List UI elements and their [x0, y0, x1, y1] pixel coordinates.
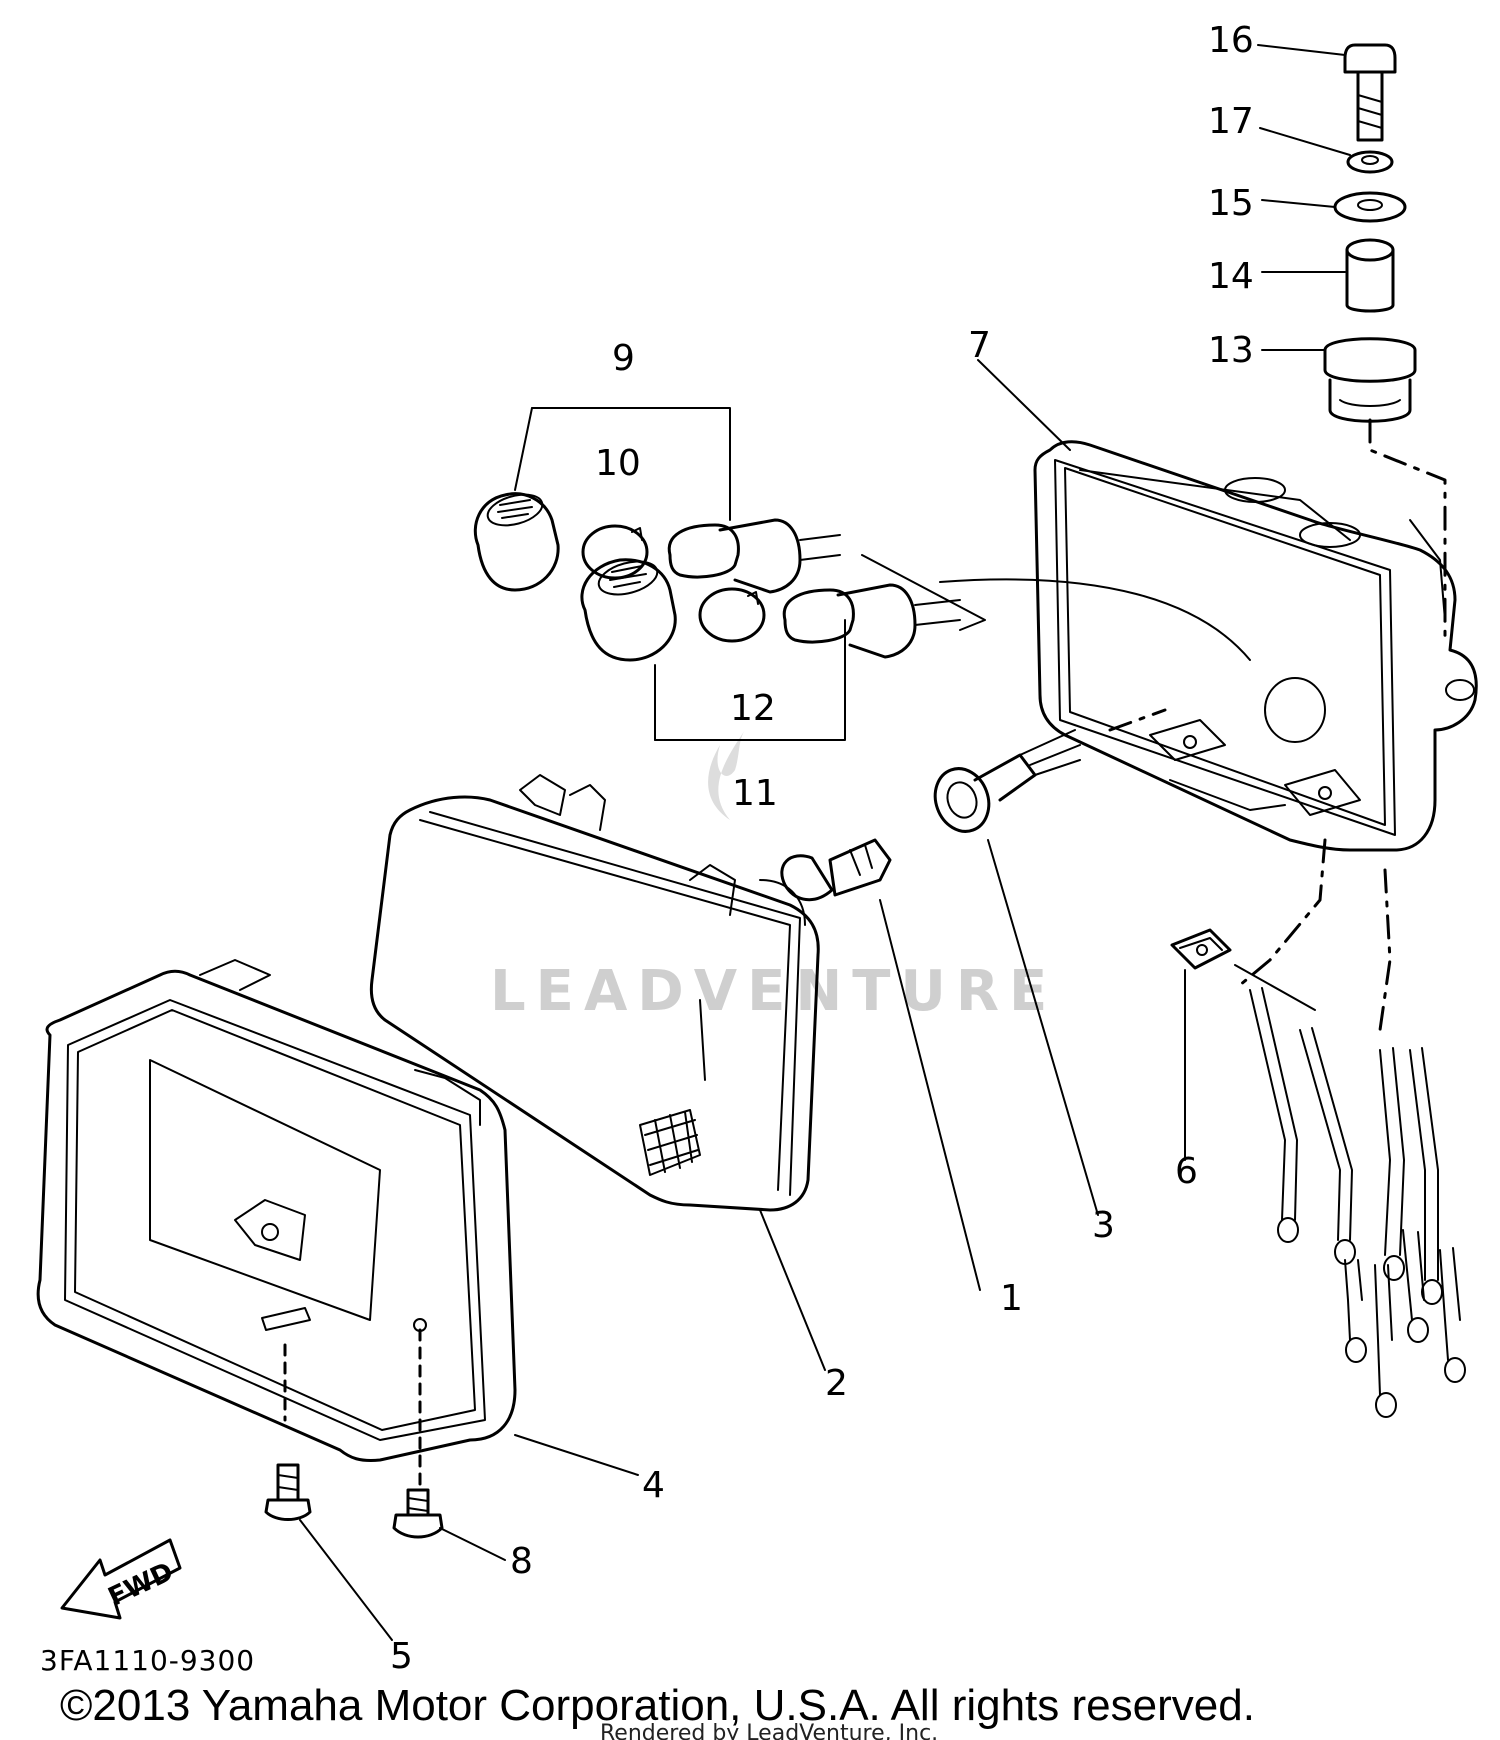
bulb-socket: [933, 729, 1081, 833]
watermark-text: LEADVENTURE: [490, 959, 1057, 1024]
rendered-by-text: Rendered by LeadVenture, Inc.: [600, 1721, 938, 1740]
callout-17: 17: [1208, 101, 1254, 142]
headlight-lens-unit: [369, 774, 820, 1212]
clip-nut: [1170, 928, 1232, 970]
headlight-housing: [36, 959, 517, 1492]
fwd-label: FWD: [104, 1557, 178, 1613]
callout-14: 14: [1208, 256, 1254, 297]
callout-7: 7: [968, 325, 991, 366]
leader-lines: [299, 44, 1351, 1641]
callout-1: 1: [1000, 1278, 1023, 1319]
forward-arrow: FWD: [60, 1538, 182, 1620]
callout-5: 5: [390, 1636, 413, 1677]
headlight-bulb: [780, 838, 892, 901]
callout-2: 2: [825, 1363, 848, 1404]
position-lamp-assembly: [473, 407, 1251, 741]
headlight-case: [1033, 440, 1478, 852]
screws: [264, 1463, 444, 1539]
mount-hardware: [1323, 43, 1447, 642]
watermark: LEADVENTURE: [490, 730, 1057, 1024]
callout-13: 13: [1208, 330, 1254, 371]
callout-9: 9: [612, 338, 635, 379]
callout-labels: 1 2 3 4 5 6 7 8 9 10 11 12 13 14 15 16 1…: [390, 20, 1254, 1677]
callout-3: 3: [1092, 1205, 1115, 1246]
callout-15: 15: [1208, 183, 1254, 224]
copyright-text: ©2013 Yamaha Motor Corporation, U.S.A. A…: [60, 1681, 1255, 1730]
wire-leads: [1234, 838, 1466, 1418]
callout-10: 10: [595, 443, 641, 484]
callout-4: 4: [642, 1465, 665, 1506]
callout-12: 12: [730, 688, 776, 729]
callout-16: 16: [1208, 20, 1254, 61]
diagram-code: 3FA1110-9300: [40, 1644, 255, 1677]
callout-8: 8: [510, 1541, 533, 1582]
callout-6: 6: [1175, 1151, 1198, 1192]
callout-11: 11: [732, 773, 778, 814]
